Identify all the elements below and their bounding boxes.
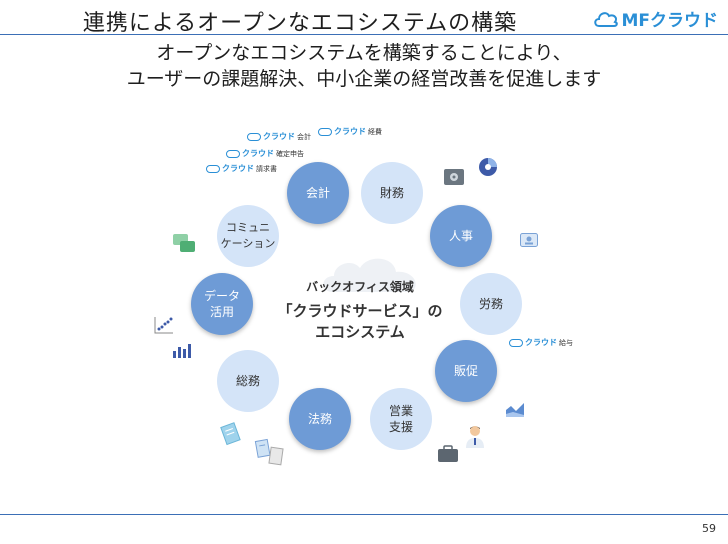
subtitle-line-2: ユーザーの課題解決、中小企業の経営改善を促進します xyxy=(126,68,602,90)
page-number: 59 xyxy=(702,522,716,535)
mf-cloud-icon xyxy=(226,149,240,158)
circle-hr: 人事 xyxy=(430,205,492,267)
briefcase-icon xyxy=(438,445,458,462)
product-label-invoice: クラウド請求書 xyxy=(206,163,277,174)
cloud-background-icon xyxy=(323,258,416,292)
product-label-expense: クラウド経費 xyxy=(318,126,382,137)
mf-cloud-logo: MFクラウド xyxy=(593,6,718,31)
center-line-2: 「クラウドサービス」の xyxy=(277,302,443,320)
subtitle-line-1: オープンなエコシステムを構築することにより、 xyxy=(156,42,572,64)
ecosystem-center-label: バックオフィス領域 「クラウドサービス」の エコシステム xyxy=(270,278,450,343)
mf-cloud-icon xyxy=(206,164,220,173)
chat-bubbles-icon xyxy=(173,234,195,252)
circle-finance: 財務 xyxy=(361,162,423,224)
circle-legal: 法務 xyxy=(289,388,351,450)
circle-labor: 労務 xyxy=(460,273,522,335)
circle-communication: コミュニ ケーション xyxy=(217,205,279,267)
circle-general-affairs: 総務 xyxy=(217,350,279,412)
mf-cloud-icon xyxy=(247,132,261,141)
circle-data-utilization: データ 活用 xyxy=(191,273,253,335)
circle-sales-support: 営業 支援 xyxy=(370,388,432,450)
area-chart-icon xyxy=(506,403,524,417)
bar-chart-icon xyxy=(173,344,191,358)
mf-cloud-icon xyxy=(318,127,332,136)
product-label-accounting: クラウド会計 xyxy=(247,131,311,142)
safe-icon xyxy=(444,169,464,185)
center-line-3: エコシステム xyxy=(315,323,405,341)
id-card-icon xyxy=(520,233,538,247)
header-divider xyxy=(0,34,728,35)
footer-divider xyxy=(0,514,728,515)
documents-icon xyxy=(220,422,284,466)
circle-accounting: 会計 xyxy=(287,162,349,224)
product-label-tax-return: クラウド確定申告 xyxy=(226,148,304,159)
person-icon xyxy=(466,426,484,448)
mf-cloud-icon xyxy=(509,338,523,347)
cloud-logo-icon xyxy=(594,12,619,27)
pie-chart-icon xyxy=(479,158,497,176)
product-label-payroll: クラウド給与 xyxy=(509,337,573,348)
logo-text: MFクラウド xyxy=(621,10,718,31)
circle-sales-promotion: 販促 xyxy=(435,340,497,402)
scatter-chart-icon xyxy=(154,317,173,334)
page-title: 連携によるオープンなエコシステムの構築 xyxy=(82,11,518,36)
center-line-1: バックオフィス領域 xyxy=(306,280,414,294)
